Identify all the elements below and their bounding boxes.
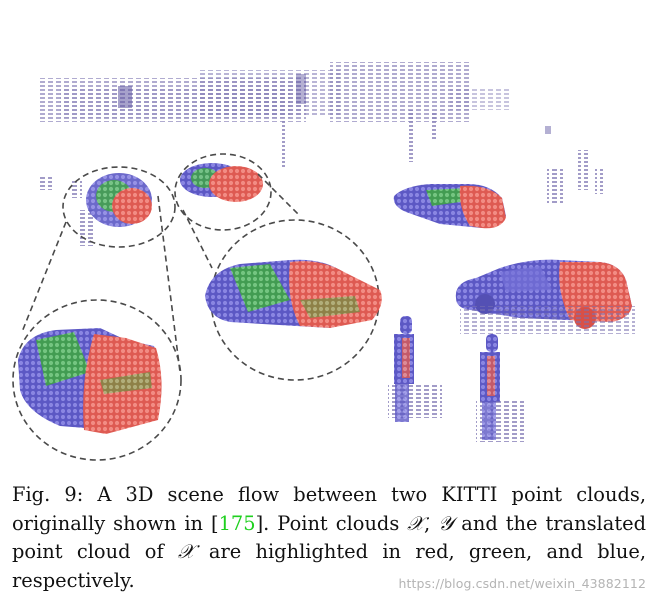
zoom-car-middle [205, 219, 382, 381]
car-lower-right [455, 259, 635, 334]
scene-flow-figure [12, 62, 635, 461]
caption-text-2: ]. Point clouds [255, 511, 408, 535]
symbol-x-2: 𝒳 [177, 540, 195, 563]
figure-caption: Fig. 9: A 3D scene flow between two KITT… [12, 481, 646, 595]
pedestrian-left [388, 316, 442, 422]
zoom-car-left [12, 299, 182, 461]
small-car-middle [174, 153, 272, 231]
symbol-y: 𝒴 [438, 511, 454, 535]
small-car-left [62, 166, 176, 248]
background-facade-points [38, 62, 603, 246]
watermark: https://blog.csdn.net/weixin_43882112 [398, 576, 646, 591]
zoom-connectors [21, 173, 299, 373]
pedestrian-right [476, 334, 524, 442]
caption-text-3: and the translated point cloud of [12, 511, 646, 564]
symbol-x: 𝒳 [407, 511, 424, 535]
citation-link[interactable]: 175 [218, 511, 256, 535]
caption-label: Fig. 9: [12, 483, 84, 506]
car-upper-right [393, 184, 506, 229]
caption-text-4: are highlighted in red, green, and blue,… [12, 540, 646, 592]
caption-separator: , [423, 511, 439, 535]
caption-text-1: A 3D scene flow between two KITTI point … [12, 483, 646, 535]
